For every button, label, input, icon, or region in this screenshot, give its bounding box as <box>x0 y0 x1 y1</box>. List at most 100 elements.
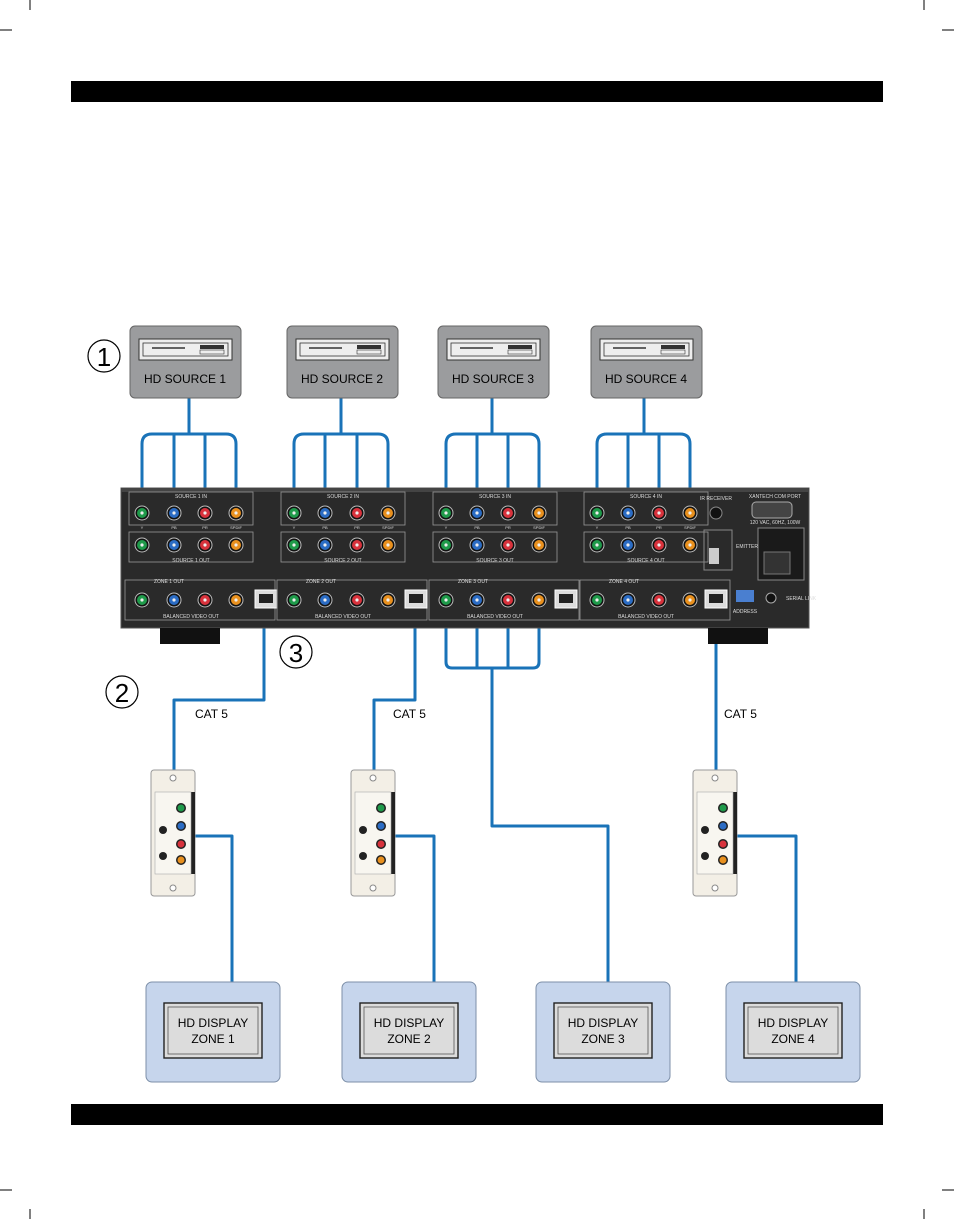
display-screen-icon <box>163 1002 263 1059</box>
display-label-line1: HD DISPLAY <box>374 1016 444 1030</box>
port-label: Y <box>293 525 296 530</box>
rca-jack <box>377 856 385 864</box>
hd-display-box: HD DISPLAY ZONE 4 <box>725 981 861 1083</box>
source-in-label: SOURCE 4 IN <box>630 494 662 500</box>
source-device-icon <box>599 338 694 361</box>
address-label: ADDRESS <box>733 609 758 615</box>
port-label: Y <box>445 525 448 530</box>
source-in-label: SOURCE 2 IN <box>327 494 359 500</box>
display-label-line2: ZONE 1 <box>191 1032 235 1046</box>
com-port-label: XANTECH COM PORT <box>749 494 801 500</box>
zone-out-label: ZONE 2 OUT <box>306 579 336 585</box>
port-label: SPDIF <box>230 525 242 530</box>
display-label-line1: HD DISPLAY <box>758 1016 828 1030</box>
display-label-line1: HD DISPLAY <box>178 1016 248 1030</box>
port-label: SPDIF <box>382 525 394 530</box>
panel-port-groups: SOURCE 1 IN SOURCE 1 OUT ZONE 1 OUT BALANCE… <box>124 491 731 621</box>
rear-panel <box>120 487 810 644</box>
callout-1: 1 <box>87 339 121 373</box>
source-out-label: SOURCE 3 OUT <box>476 558 514 564</box>
hd-source-label: HD SOURCE 4 <box>605 372 687 386</box>
power-rating-label: 120 VAC, 60HZ, 100W <box>750 520 801 526</box>
hd-display-box: HD DISPLAY ZONE 3 <box>535 981 671 1083</box>
source-device-icon <box>295 338 390 361</box>
display-screen-icon <box>743 1002 843 1059</box>
rca-jack <box>177 856 185 864</box>
port-label: SPDIF <box>684 525 696 530</box>
port-label: Y <box>596 525 599 530</box>
wall-plate <box>350 769 396 897</box>
source-out-label: SOURCE 1 OUT <box>172 558 210 564</box>
source-in-label: SOURCE 1 IN <box>175 494 207 500</box>
hd-source-box: HD SOURCE 3 <box>437 325 550 399</box>
balanced-video-out-label: BALANCED VIDEO OUT <box>315 614 371 620</box>
rca-jack <box>719 804 727 812</box>
hd-source-box: HD SOURCE 1 <box>129 325 242 399</box>
source-out-label: SOURCE 2 OUT <box>324 558 362 564</box>
display-screen-icon <box>359 1002 459 1059</box>
callout-2-text: 2 <box>115 678 129 708</box>
hd-source-box: HD SOURCE 4 <box>590 325 703 399</box>
source-in-label: SOURCE 3 IN <box>479 494 511 500</box>
port-label: PB <box>171 525 177 530</box>
port-label: PB <box>474 525 480 530</box>
source-device-icon <box>446 338 541 361</box>
hd-display-box: HD DISPLAY ZONE 1 <box>145 981 281 1083</box>
rca-jack <box>719 822 727 830</box>
wall-plate <box>692 769 738 897</box>
balanced-video-out-label: BALANCED VIDEO OUT <box>467 614 523 620</box>
rca-jack <box>177 840 185 848</box>
cable-group <box>140 398 798 985</box>
hd-display-box: HD DISPLAY ZONE 2 <box>341 981 477 1083</box>
hd-source-box: HD SOURCE 2 <box>286 325 399 399</box>
hd-source-label: HD SOURCE 3 <box>452 372 534 386</box>
zone-out-label: ZONE 4 OUT <box>609 579 639 585</box>
port-label: PR <box>656 525 662 530</box>
balanced-video-out-label: BALANCED VIDEO OUT <box>163 614 219 620</box>
display-label-line2: ZONE 3 <box>581 1032 625 1046</box>
port-label: SPDIF <box>533 525 545 530</box>
balanced-video-out-label: BALANCED VIDEO OUT <box>618 614 674 620</box>
hd-source-label: HD SOURCE 1 <box>144 372 226 386</box>
rca-jack <box>177 804 185 812</box>
port-label: PR <box>354 525 360 530</box>
zone-out-label: ZONE 1 OUT <box>154 579 184 585</box>
rca-jack <box>377 822 385 830</box>
emitter-label: EMITTER <box>736 544 758 550</box>
port-label: PR <box>202 525 208 530</box>
source-devices: HD SOURCE 1 HD SOURCE 2 HD SOURCE 3 HD SOUR… <box>129 325 703 399</box>
source-device-icon <box>138 338 233 361</box>
zone-out-label: ZONE 3 OUT <box>458 579 488 585</box>
rca-jack <box>719 856 727 864</box>
cable-label-zone4: CAT 5 <box>724 707 757 721</box>
display-label-line2: ZONE 4 <box>771 1032 815 1046</box>
source-out-label: SOURCE 4 OUT <box>627 558 665 564</box>
hd-source-label: HD SOURCE 2 <box>301 372 383 386</box>
callout-1-text: 1 <box>97 342 111 372</box>
display-label-line1: HD DISPLAY <box>568 1016 638 1030</box>
rca-jack <box>377 804 385 812</box>
display-label-line2: ZONE 2 <box>387 1032 431 1046</box>
cable-label-zone1: CAT 5 <box>195 707 228 721</box>
panel-right-section <box>703 501 805 604</box>
callout-3: 3 <box>279 635 313 669</box>
serial-link-label: SERIAL LINK <box>786 596 817 602</box>
display-screen-icon <box>553 1002 653 1059</box>
rca-jack <box>377 840 385 848</box>
port-label: PB <box>322 525 328 530</box>
rca-jack <box>719 840 727 848</box>
wall-plates <box>150 769 738 897</box>
cable-label-zone2: CAT 5 <box>393 707 426 721</box>
callout-3-text: 3 <box>289 638 303 668</box>
port-label: Y <box>141 525 144 530</box>
footer-bar <box>71 1104 883 1125</box>
port-label: PB <box>625 525 631 530</box>
port-label: PR <box>505 525 511 530</box>
rca-jack <box>177 822 185 830</box>
ir-receiver-label: IR RECEIVER <box>700 496 732 502</box>
callout-2: 2 <box>105 675 139 709</box>
header-bar <box>71 81 883 102</box>
